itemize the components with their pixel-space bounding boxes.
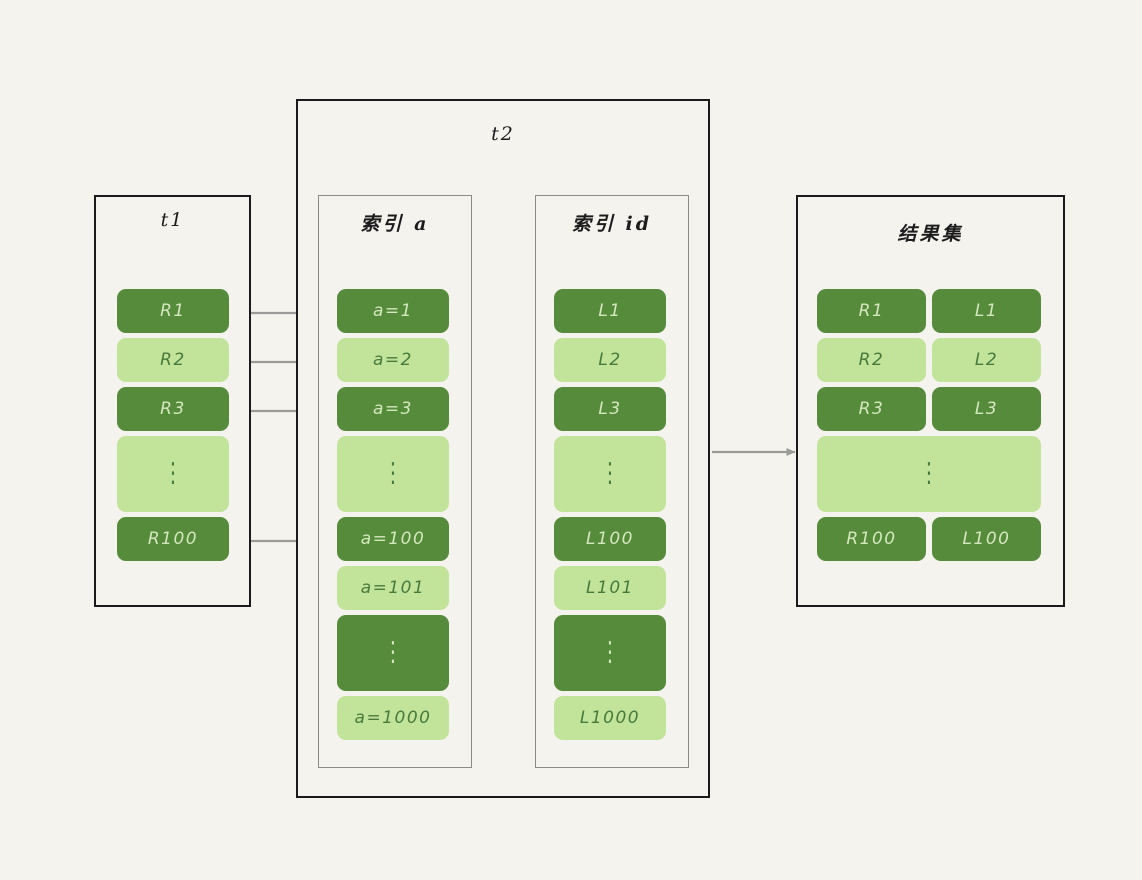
result-row-right-4: L100 [932,517,1041,561]
index-a-row-stack: a=1 a=2 a=3 ⋮ a=100 a=101 ⋮ a=1000 [337,289,449,745]
index-a-row-2: a=3 [337,387,449,431]
t1-row-3: ⋮ [117,436,229,512]
index-id-row-1: L2 [554,338,666,382]
ellipsis-glyph: ⋮ [383,455,403,488]
index-a-row-3: ⋮ [337,436,449,512]
index-a-title: 索引 a [360,213,430,235]
index-a-row-4: a=100 [337,517,449,561]
result-row-left-2: R3 [817,387,926,431]
ellipsis-glyph: ⋮ [600,455,620,488]
index-id-row-0: L1 [554,289,666,333]
table-t1-title: t1 [160,209,185,231]
result-row-left-0: R1 [817,289,926,333]
table-t2-title: t2 [491,123,515,145]
index-id-row-2: L3 [554,387,666,431]
result-row-right-0: L1 [932,289,1041,333]
ellipsis-glyph: ⋮ [600,634,620,667]
index-id-title: 索引 id [571,213,653,235]
ellipsis-glyph: ⋮ [383,634,403,667]
index-id-row-6: ⋮ [554,615,666,691]
index-id-row-4: L100 [554,517,666,561]
result-row-right-2: L3 [932,387,1041,431]
index-id-row-5: L101 [554,566,666,610]
result-row-right-1: L2 [932,338,1041,382]
result-row-left-4: R100 [817,517,926,561]
t1-row-0: R1 [117,289,229,333]
t1-row-4: R100 [117,517,229,561]
index-a-row-6: ⋮ [337,615,449,691]
index-id-row-3: ⋮ [554,436,666,512]
index-a-row-5: a=101 [337,566,449,610]
index-a-row-7: a=1000 [337,696,449,740]
result-row-span-3: ⋮ [817,436,1041,512]
index-id-row-7: L1000 [554,696,666,740]
index-a-row-1: a=2 [337,338,449,382]
result-row-left-1: R2 [817,338,926,382]
ellipsis-glyph: ⋮ [919,455,939,488]
result-set-title: 结果集 [897,223,964,245]
ellipsis-glyph: ⋮ [163,455,183,488]
index-a-row-0: a=1 [337,289,449,333]
t1-row-2: R3 [117,387,229,431]
t1-row-1: R2 [117,338,229,382]
